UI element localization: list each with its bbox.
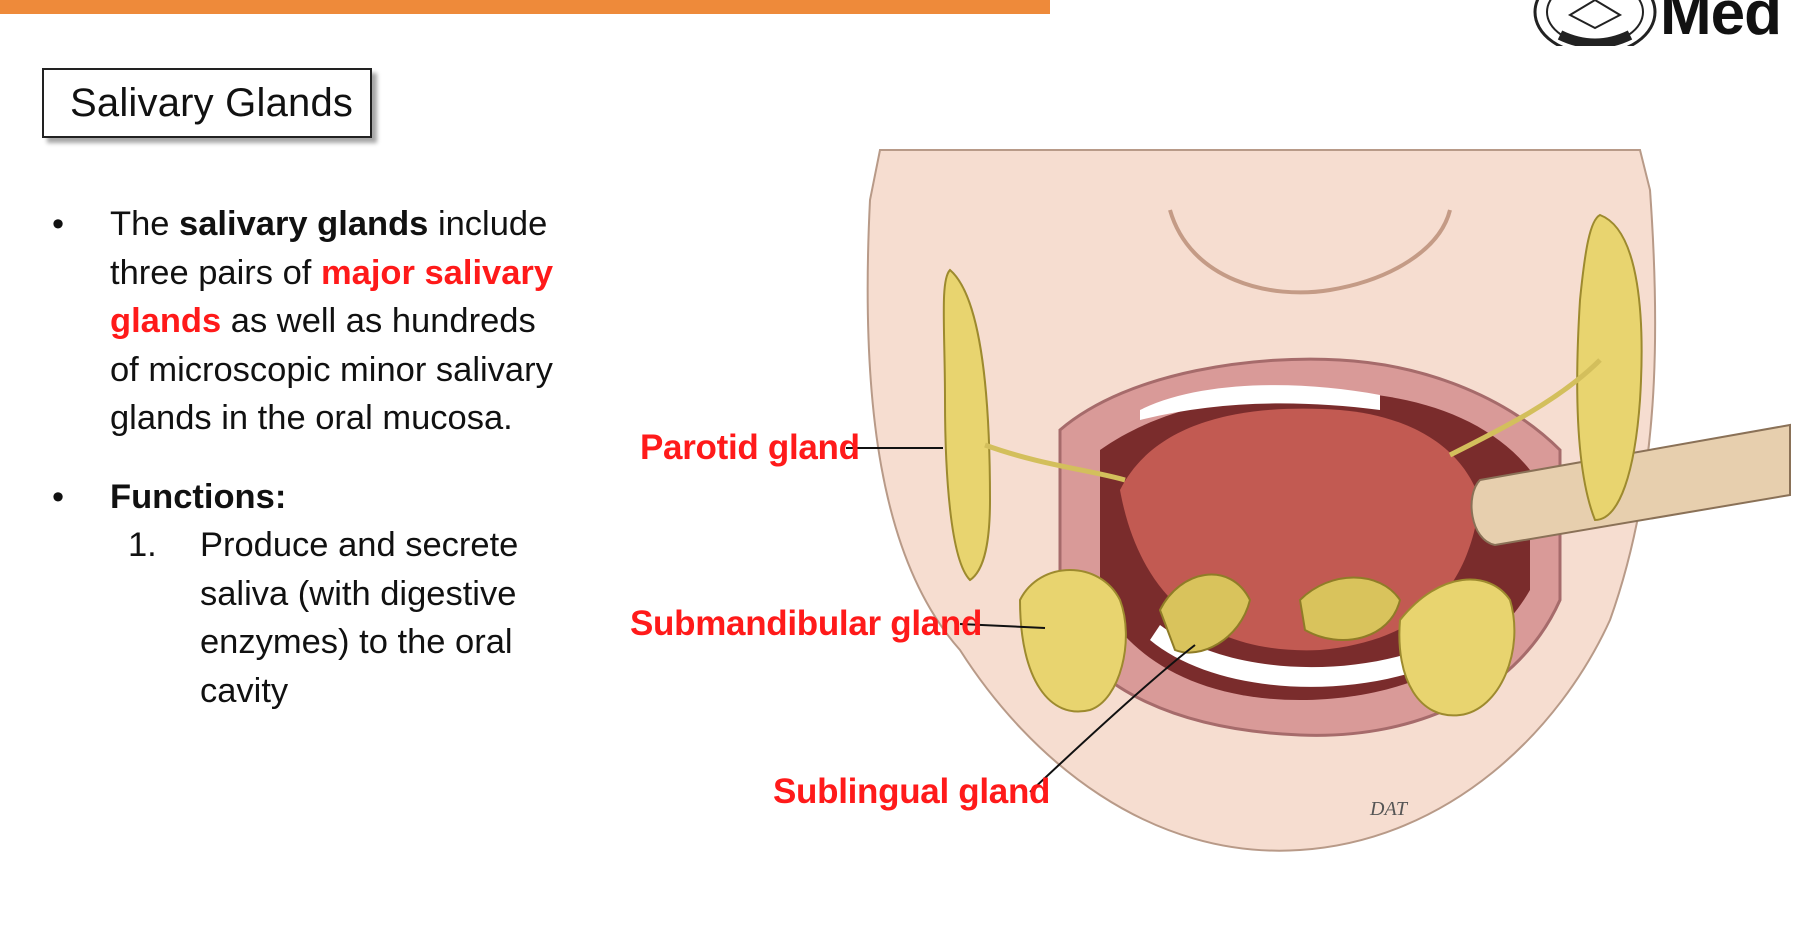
bullet-list: • The salivary glands include three pair…	[52, 200, 572, 715]
parotid-gland-left	[942, 268, 992, 582]
parotid-duct-right	[1448, 358, 1602, 458]
university-logo: Med	[1530, 0, 1796, 46]
label-submandibular-gland: Submandibular gland	[630, 604, 983, 643]
term-salivary-glands: salivary glands	[179, 205, 429, 243]
label-parotid-gland: Parotid gland	[640, 428, 860, 467]
nose	[1168, 209, 1452, 295]
header-accent-bar	[0, 0, 1050, 14]
bullet-functions: • Functions: 1. Produce and secrete sali…	[52, 473, 572, 716]
item-text: Produce and secrete saliva (with digesti…	[200, 526, 519, 710]
submandibular-gland-right	[1398, 578, 1516, 717]
item-number: 1.	[128, 526, 157, 564]
text: as well as hundreds of microscopic minor…	[110, 302, 553, 437]
text: The	[110, 205, 180, 243]
term-major-salivary-glands: major salivary glands	[110, 253, 554, 341]
seal-icon	[1533, 0, 1657, 46]
label-sublingual-gland: Sublingual gland	[773, 772, 1051, 811]
leader-line-submandibular	[959, 623, 1046, 629]
submandibular-gland-left	[1018, 569, 1127, 713]
upper-teeth	[1140, 385, 1380, 420]
sublingual-gland-left	[1158, 573, 1252, 654]
lower-teeth	[1150, 625, 1420, 687]
bullet-salivary-glands: • The salivary glands include three pair…	[52, 200, 572, 443]
text: include three pairs of	[110, 205, 548, 292]
parotid-duct-left	[984, 442, 1126, 483]
sublingual-gland-right	[1298, 576, 1402, 641]
functions-heading: Functions:	[110, 477, 287, 516]
logo-text: Med	[1660, 0, 1782, 46]
slide-title: Salivary Glands	[42, 68, 372, 138]
bullet-dot: •	[52, 477, 65, 516]
parotid-gland-right	[1576, 213, 1643, 522]
tongue-depressor	[1470, 423, 1791, 547]
artist-signature: DAT	[1369, 798, 1409, 820]
function-item-1: 1. Produce and secrete saliva (with dige…	[52, 521, 572, 715]
leader-line-sublingual	[1029, 644, 1196, 793]
bullet-dot: •	[52, 205, 65, 243]
